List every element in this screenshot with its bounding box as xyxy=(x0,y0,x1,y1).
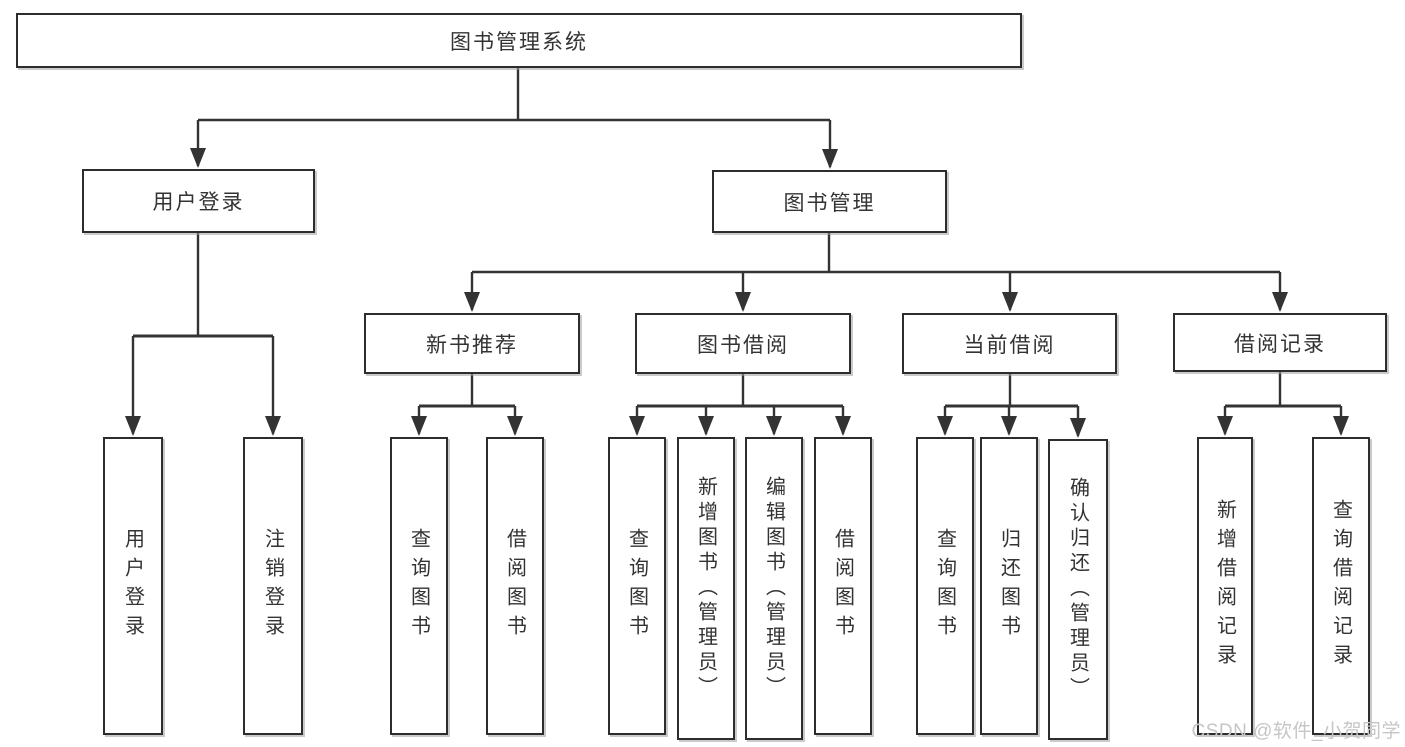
connector-book-borrow-group xyxy=(629,374,851,436)
csdn-watermark: CSDN @软件_小贺同学 xyxy=(1191,721,1401,742)
node-new-book-recommend: 新书推荐 xyxy=(364,313,580,374)
node-leaf-query-books-borrow: 查询图书 xyxy=(608,437,666,735)
node-leaf-query-borrow-record: 查询借阅记录 xyxy=(1312,437,1370,735)
node-leaf-user-login: 用户登录 xyxy=(103,437,163,735)
node-leaf-add-book-admin: 新增图书（管理员） xyxy=(677,437,735,740)
node-leaf-query-books-current: 查询图书 xyxy=(916,437,974,735)
node-book-borrow: 图书借阅 xyxy=(635,313,851,374)
node-leaf-return-books: 归还图书 xyxy=(980,437,1038,735)
node-book-management: 图书管理 xyxy=(712,170,947,233)
connector-root-to-level2 xyxy=(190,68,838,169)
node-leaf-borrow-books: 借阅图书 xyxy=(814,437,872,735)
node-current-borrow: 当前借阅 xyxy=(902,313,1117,374)
node-leaf-borrow-books-recommend: 借阅图书 xyxy=(486,437,544,735)
node-leaf-confirm-return-admin: 确认归还（管理员） xyxy=(1048,439,1108,740)
connector-book-mgmt-to-level3 xyxy=(464,233,1288,312)
node-borrow-records: 借阅记录 xyxy=(1173,313,1387,372)
node-leaf-edit-book-admin: 编辑图书（管理员） xyxy=(745,437,803,740)
node-leaf-add-borrow-record: 新增借阅记录 xyxy=(1197,437,1253,735)
node-root-library-system: 图书管理系统 xyxy=(16,13,1022,68)
node-leaf-logout: 注销登录 xyxy=(243,437,303,735)
node-leaf-query-books-recommend: 查询图书 xyxy=(390,437,448,735)
node-user-login: 用户登录 xyxy=(82,169,315,233)
connector-current-borrow-group xyxy=(937,374,1086,438)
connector-new-book-group xyxy=(411,374,523,436)
connector-user-login-group xyxy=(125,233,281,436)
connector-borrow-records-group xyxy=(1217,372,1349,436)
